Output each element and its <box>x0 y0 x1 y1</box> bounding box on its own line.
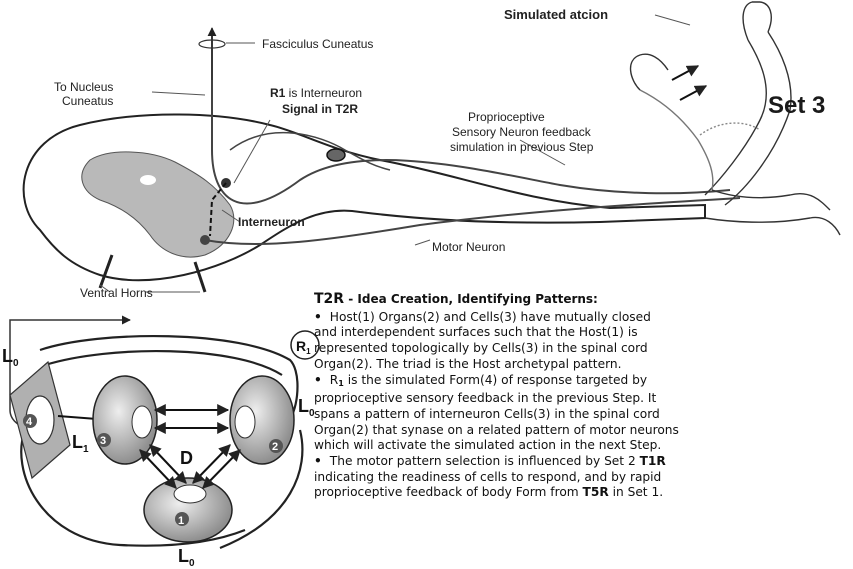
central-canal <box>140 175 156 185</box>
label-simulated-action: Simulated atcion <box>504 8 608 22</box>
label-proprio-2: Sensory Neuron feedback <box>452 125 591 139</box>
label-d: D <box>180 448 193 468</box>
leader-simulated <box>655 15 690 25</box>
motion-arrow-2 <box>680 86 706 100</box>
label-l0-bottom: L0 <box>178 546 195 569</box>
label-to-nucleus-2: Cuneatus <box>62 94 113 108</box>
label-n1: 1 <box>178 515 184 527</box>
label-l1: L1 <box>72 432 89 455</box>
label-n4: 4 <box>26 416 33 428</box>
label-r1-interneuron: R1 is Interneuron <box>270 86 362 100</box>
topology-diagram <box>10 320 319 548</box>
label-r1-signal: Signal in T2R <box>282 102 358 116</box>
leader-nucleus <box>152 92 205 95</box>
leader-motor <box>415 240 430 245</box>
label-motor-neuron: Motor Neuron <box>432 240 505 254</box>
motion-arrow-1 <box>672 66 698 80</box>
label-to-nucleus-1: To Nucleus <box>54 80 113 94</box>
set-label: Set 3 <box>768 92 825 120</box>
label-proprio-3: simulation in previous Step <box>450 140 593 154</box>
paragraph-r1: •R1 is the simulated Form(4) of response… <box>314 373 853 455</box>
text-panel: T2R - Idea Creation, Identifying Pattern… <box>314 292 853 569</box>
label-proprio-1: Proprioceptive <box>468 110 545 124</box>
paragraph-motor: •The motor pattern selection is influenc… <box>314 454 853 501</box>
label-n2: 2 <box>272 441 278 453</box>
label-ventral-horns: Ventral Horns <box>80 286 153 300</box>
label-l0-right: L0 <box>298 396 315 419</box>
label-n3: 3 <box>100 435 106 447</box>
label-l0-left: L0 <box>2 346 19 369</box>
motor-cell-body <box>200 235 210 245</box>
dorsal-root-ganglion <box>327 149 345 161</box>
paragraph-host: •Host(1) Organs(2) and Cells(3) have mut… <box>314 310 853 373</box>
label-interneuron: Interneuron <box>238 215 305 229</box>
panel-heading: T2R - Idea Creation, Identifying Pattern… <box>314 292 853 308</box>
label-fasciculus: Fasciculus Cuneatus <box>262 37 373 51</box>
